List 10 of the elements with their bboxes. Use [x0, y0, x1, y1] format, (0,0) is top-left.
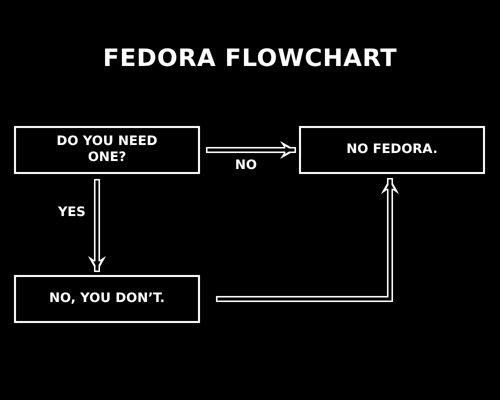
process-box [14, 126, 200, 174]
process-box [14, 275, 200, 323]
box-text: DO YOU NEED ONE? [56, 134, 158, 166]
box-text: NO, YOU DON’T. [49, 290, 165, 308]
arrow [206, 141, 296, 159]
process-box [299, 126, 485, 174]
arrow [216, 178, 399, 302]
arrow [88, 179, 106, 272]
box-text: NO FEDORA. [346, 142, 438, 158]
title: FEDORA FLOWCHART [102, 44, 398, 72]
